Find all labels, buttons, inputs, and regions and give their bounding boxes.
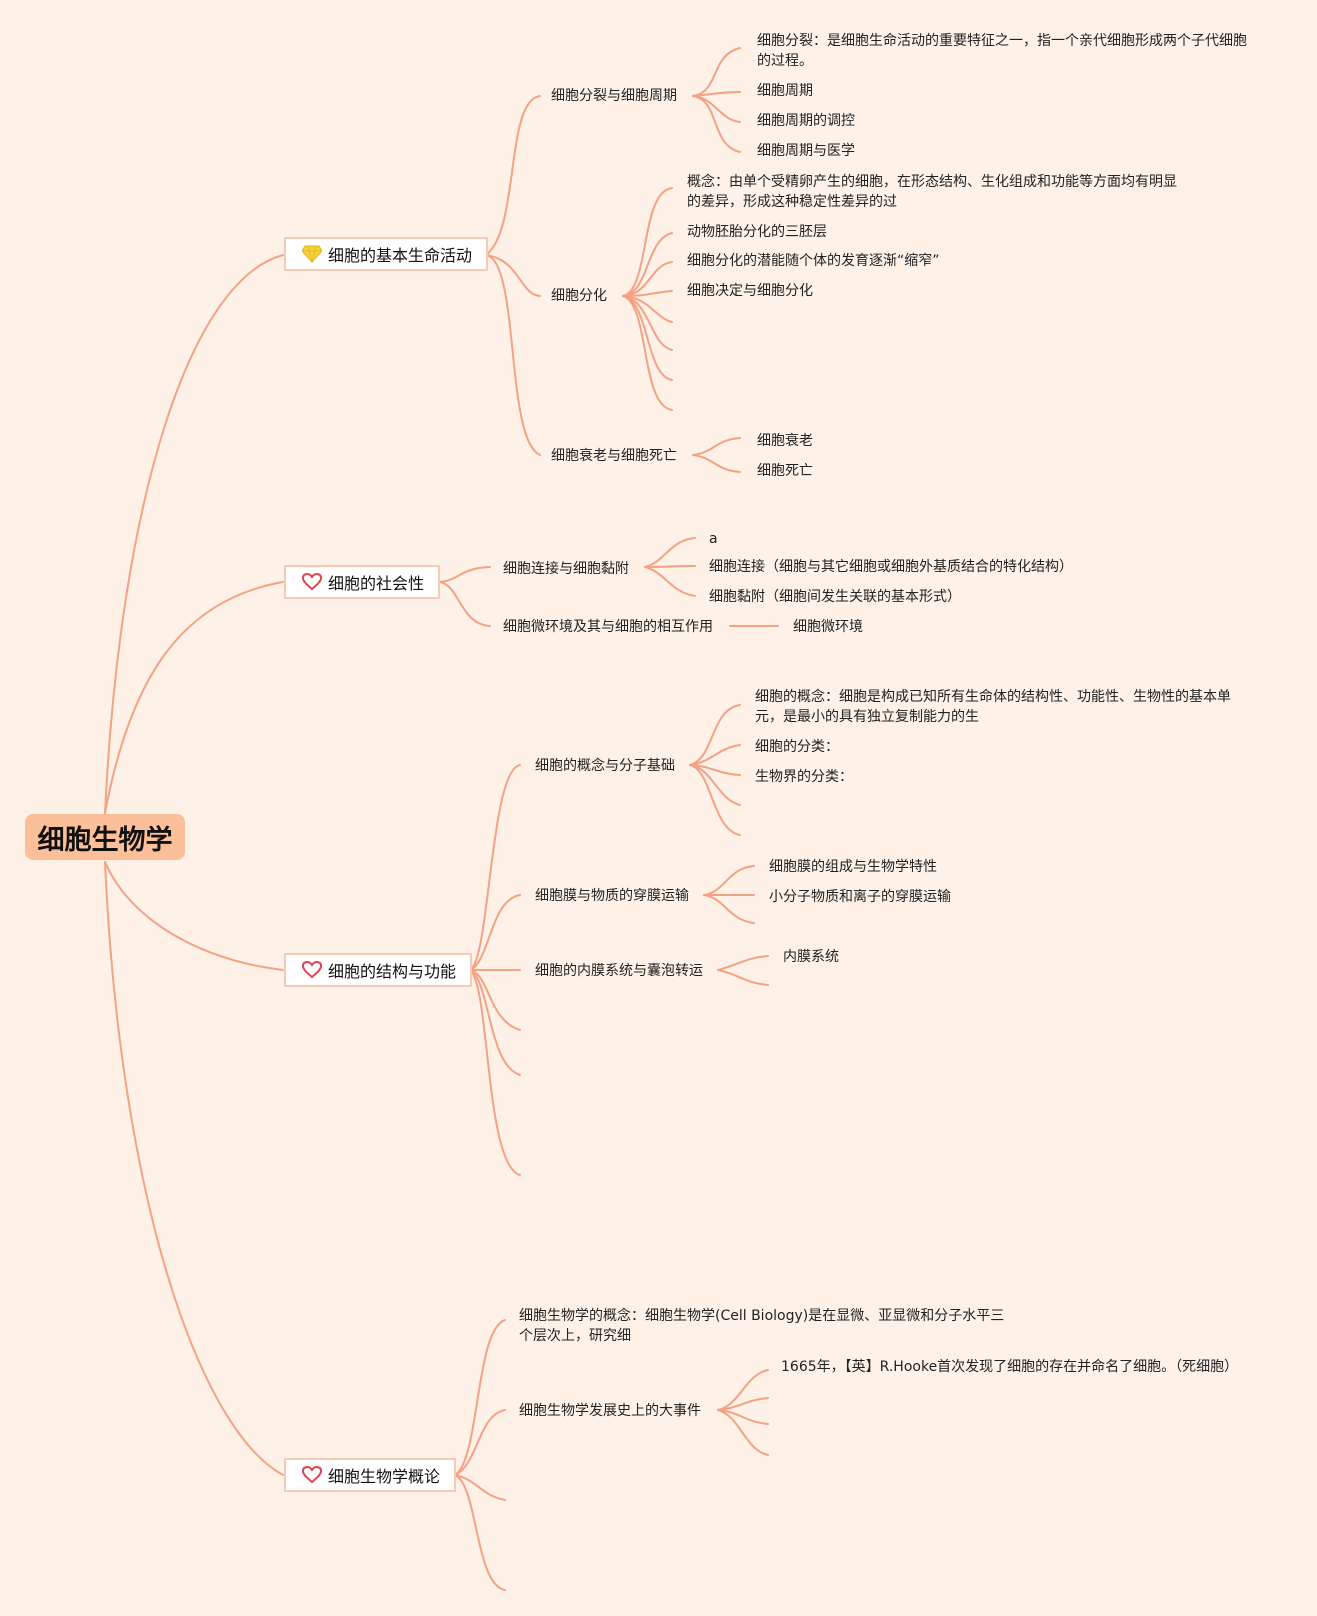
- topic-sociality[interactable]: 细胞的社会性: [284, 565, 441, 599]
- link-s9-e2: [717, 1409, 769, 1425]
- topic-label: 细胞的结构与功能: [328, 962, 457, 981]
- link-s8-c1: [717, 955, 769, 971]
- leaf-differentiation-concept[interactable]: 概念：由单个受精卵产生的细胞，在形态结构、生化组成和功能等方面均有明显的差异，形…: [687, 174, 1177, 210]
- subtopic-membrane-transport[interactable]: 细胞膜与物质的穿膜运输: [535, 888, 689, 904]
- link-t4-s1: [454, 1319, 506, 1476]
- subtopic-history-events[interactable]: 细胞生物学发展史上的大事件: [519, 1403, 701, 1419]
- leaf-cycle-medicine[interactable]: 细胞周期与医学: [757, 143, 855, 159]
- subtopic-cell-concept[interactable]: 细胞的概念与分子基础: [535, 758, 675, 774]
- leaf-potency-narrowing[interactable]: 细胞分化的潜能随个体的发育逐渐“缩窄”: [687, 253, 940, 269]
- link-s2-e4: [622, 295, 673, 411]
- leaf-cell-classification[interactable]: 细胞的分类：: [755, 739, 839, 755]
- link-s2-c1: [622, 187, 673, 297]
- leaf-division-definition[interactable]: 细胞分裂：是细胞生命活动的重要特征之一，指一个亲代细胞形成两个子代细胞的过程。: [757, 33, 1247, 69]
- heart-icon: [302, 572, 324, 592]
- leaf-cell-junction[interactable]: 细胞连接（细胞与其它细胞或细胞外基质结合的特化结构）: [709, 559, 1073, 575]
- leaf-hooke-1665[interactable]: 1665年，【英】R.Hooke首次发现了细胞的存在并命名了细胞。（死细胞）: [781, 1359, 1239, 1375]
- topic-label: 细胞的社会性: [328, 574, 425, 593]
- link-s1-c4: [692, 95, 741, 153]
- link-t3-s2: [469, 894, 521, 971]
- subtopic-senescence-death[interactable]: 细胞衰老与细胞死亡: [551, 448, 677, 464]
- link-s1-c1: [692, 47, 741, 97]
- link-t1-s3: [485, 254, 541, 456]
- link-s6-c2: [689, 744, 741, 766]
- link-root-topic2: [104, 581, 284, 814]
- link-s7-e1: [703, 894, 755, 924]
- root-node[interactable]: 细胞生物学: [25, 814, 185, 860]
- leaf-cell-cycle[interactable]: 细胞周期: [757, 83, 813, 99]
- link-s4-c1: [644, 537, 696, 568]
- link-s8-e1: [717, 969, 769, 986]
- subtopic-cell-differentiation[interactable]: 细胞分化: [551, 288, 607, 304]
- link-t4-e2: [454, 1474, 506, 1591]
- subtopic-microenvironment[interactable]: 细胞微环境及其与细胞的相互作用: [503, 619, 713, 635]
- leaf-determination[interactable]: 细胞决定与细胞分化: [687, 283, 813, 299]
- link-t3-e1: [469, 969, 521, 1031]
- leaf-microenvironment[interactable]: 细胞微环境: [793, 619, 863, 635]
- gem-icon: [302, 244, 324, 264]
- link-s9-e1: [717, 1397, 769, 1411]
- link-s6-c1: [689, 704, 741, 766]
- link-t1-s1: [485, 95, 541, 256]
- link-s4-c2: [644, 565, 696, 568]
- leaf-cell-adhesion[interactable]: 细胞黏附（细胞间发生关联的基本形式）: [709, 589, 961, 605]
- link-t3-e2: [469, 969, 521, 1076]
- root-label: 细胞生物学: [37, 824, 173, 856]
- heart-icon: [302, 960, 324, 980]
- link-t2-s2: [439, 581, 491, 627]
- link-t1-s2: [485, 254, 541, 297]
- link-s2-c3: [622, 261, 673, 297]
- link-s3-c1: [692, 437, 741, 456]
- leaf-cell-death[interactable]: 细胞死亡: [757, 463, 813, 479]
- link-s6-e2: [689, 764, 741, 836]
- topic-basic-life-activities[interactable]: 细胞的基本生命活动: [284, 237, 489, 271]
- link-s4-c3: [644, 566, 696, 597]
- link-t4-s2: [454, 1409, 506, 1476]
- topic-structure-function[interactable]: 细胞的结构与功能: [284, 953, 473, 987]
- leaf-a[interactable]: a: [709, 531, 718, 547]
- topic-label: 细胞的基本生命活动: [328, 246, 473, 265]
- link-t2-s1: [439, 566, 491, 583]
- leaf-kingdom-classification[interactable]: 生物界的分类：: [755, 769, 853, 785]
- leaf-three-germ-layers[interactable]: 动物胚胎分化的三胚层: [687, 224, 827, 240]
- link-t3-s1: [469, 764, 521, 971]
- leaf-cell-concept[interactable]: 细胞的概念：细胞是构成已知所有生命体的结构性、功能性、生物性的基本单元，是最小的…: [755, 689, 1231, 725]
- leaf-small-molecule-transport[interactable]: 小分子物质和离子的穿膜运输: [769, 889, 951, 905]
- link-root-topic4: [104, 861, 284, 1476]
- heart-icon: [302, 1465, 324, 1485]
- link-s2-c2: [622, 232, 673, 297]
- topic-label: 细胞生物学概论: [328, 1467, 441, 1486]
- leaf-endomembrane-system[interactable]: 内膜系统: [783, 949, 839, 965]
- leaf-senescence[interactable]: 细胞衰老: [757, 433, 813, 449]
- link-t4-e1: [454, 1474, 506, 1501]
- link-s3-c2: [692, 454, 741, 473]
- leaf-cycle-regulation[interactable]: 细胞周期的调控: [757, 113, 855, 129]
- subtopic-cell-biology-concept[interactable]: 细胞生物学的概念：细胞生物学(Cell Biology)是在显微、亚显微和分子水…: [519, 1308, 1005, 1344]
- leaf-membrane-composition[interactable]: 细胞膜的组成与生物学特性: [769, 859, 937, 875]
- subtopic-cell-division[interactable]: 细胞分裂与细胞周期: [551, 88, 677, 104]
- link-s2-e2: [622, 295, 673, 351]
- subtopic-endomembrane[interactable]: 细胞的内膜系统与囊泡转运: [535, 963, 703, 979]
- link-s7-c1: [703, 865, 755, 896]
- link-s9-e3: [717, 1409, 769, 1456]
- link-s9-c1: [717, 1369, 769, 1411]
- link-t3-e3: [469, 969, 521, 1176]
- link-s1-c2: [692, 91, 741, 97]
- subtopic-junction-adhesion[interactable]: 细胞连接与细胞黏附: [503, 561, 629, 577]
- topic-introduction[interactable]: 细胞生物学概论: [284, 1458, 457, 1492]
- link-root-topic1: [104, 254, 284, 814]
- link-root-topic3: [104, 861, 284, 971]
- link-s1-c3: [692, 95, 741, 123]
